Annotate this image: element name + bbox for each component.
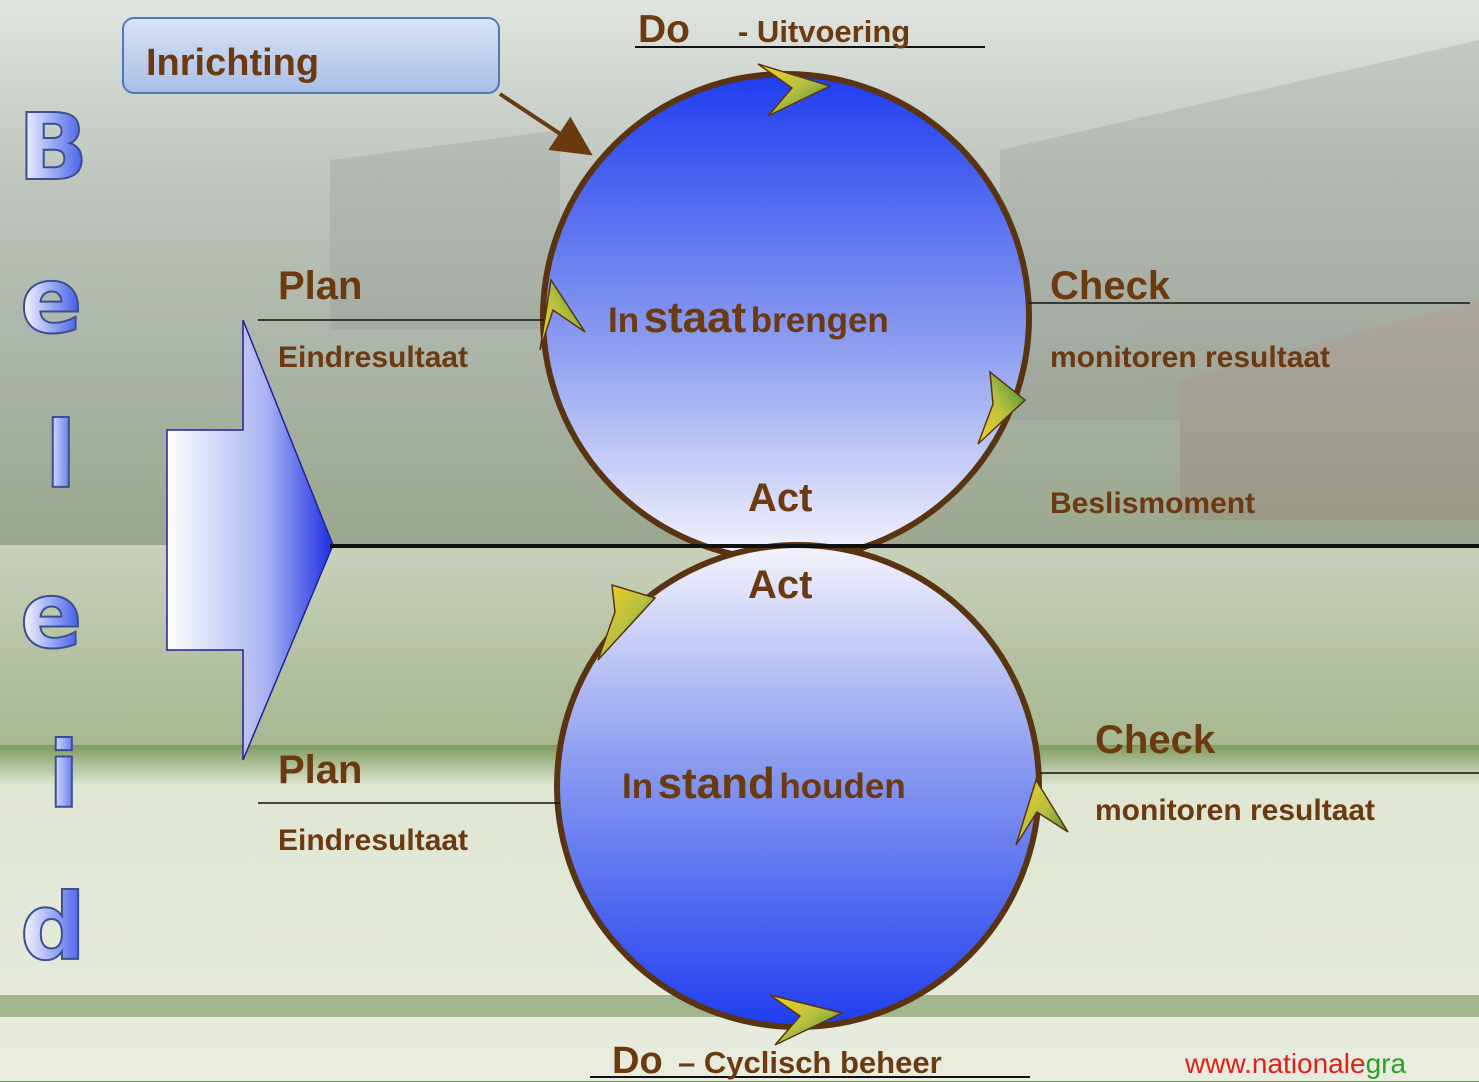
cycle-arrow-icon: [597, 583, 657, 661]
beleid-letter-i-outline: i: [47, 722, 81, 829]
stadium-texture: [330, 40, 1479, 520]
cycle-arrow-icon: [977, 370, 1027, 445]
plan-bottom-label: Plan: [278, 748, 363, 792]
beleid-letter-e2-outline: e: [19, 562, 83, 669]
inrichting-label: Inrichting: [146, 42, 320, 84]
beleid-letter-d-outline: d: [19, 874, 87, 981]
beleid-letter-l: l: [45, 402, 77, 509]
check-top-detail: monitoren resultaat: [1050, 341, 1331, 374]
policy-arrow: [166, 319, 334, 761]
act-bottom-label: Act: [748, 563, 813, 607]
do-top-detail: - Uitvoering: [738, 14, 911, 49]
beleid-letter-i: i: [48, 722, 80, 829]
cycle-arrow-icon: [539, 277, 586, 351]
inrichting-pointer: [498, 92, 593, 156]
cycle-arrow-icon: [1015, 778, 1069, 846]
do-bottom-detail: – Cyclisch beheer: [678, 1045, 942, 1080]
center-top-suffix: brengen: [750, 301, 889, 340]
top-cycle-center-text: In staat brengen: [608, 296, 889, 340]
website-link[interactable]: www.nationalegra: [1185, 1050, 1406, 1078]
beleid-letter-e2: e: [20, 562, 83, 669]
beleid-letter-l-outline: l: [44, 402, 78, 509]
do-bottom-word: Do: [612, 1040, 663, 1082]
beleid-letter-e-outline: e: [19, 247, 83, 354]
center-top-prefix: In: [608, 301, 640, 340]
website-part2: gra: [1365, 1048, 1407, 1079]
center-bottom-prefix: In: [622, 767, 654, 806]
beleid-letter-b-outline: B: [17, 94, 89, 201]
beslismoment-label: Beslismoment: [1050, 487, 1256, 520]
plan-top-label: Plan: [278, 264, 363, 308]
act-top-label: Act: [748, 476, 813, 520]
beleid-letter-d: d: [20, 874, 86, 981]
cycle-arrow-icon: [769, 994, 845, 1046]
check-top-label: Check: [1050, 264, 1171, 308]
plan-top-detail: Eindresultaat: [278, 341, 469, 374]
cycle-arrow-icon: [757, 63, 833, 117]
inrichting-box: Inrichting: [122, 17, 500, 94]
beleid-letter-b: B: [18, 94, 89, 201]
do-top-word: Do: [638, 8, 690, 51]
center-bottom-key: stand: [657, 759, 775, 808]
beleid-letter-e: e: [20, 247, 83, 354]
check-bottom-detail: monitoren resultaat: [1095, 794, 1376, 827]
bottom-cycle-center-text: In stand houden: [622, 762, 906, 806]
center-top-key: staat: [643, 293, 747, 342]
website-part1: www.nationale: [1185, 1048, 1366, 1079]
center-bottom-suffix: houden: [779, 767, 906, 806]
check-bottom-label: Check: [1095, 718, 1216, 762]
plan-bottom-detail: Eindresultaat: [278, 824, 469, 857]
